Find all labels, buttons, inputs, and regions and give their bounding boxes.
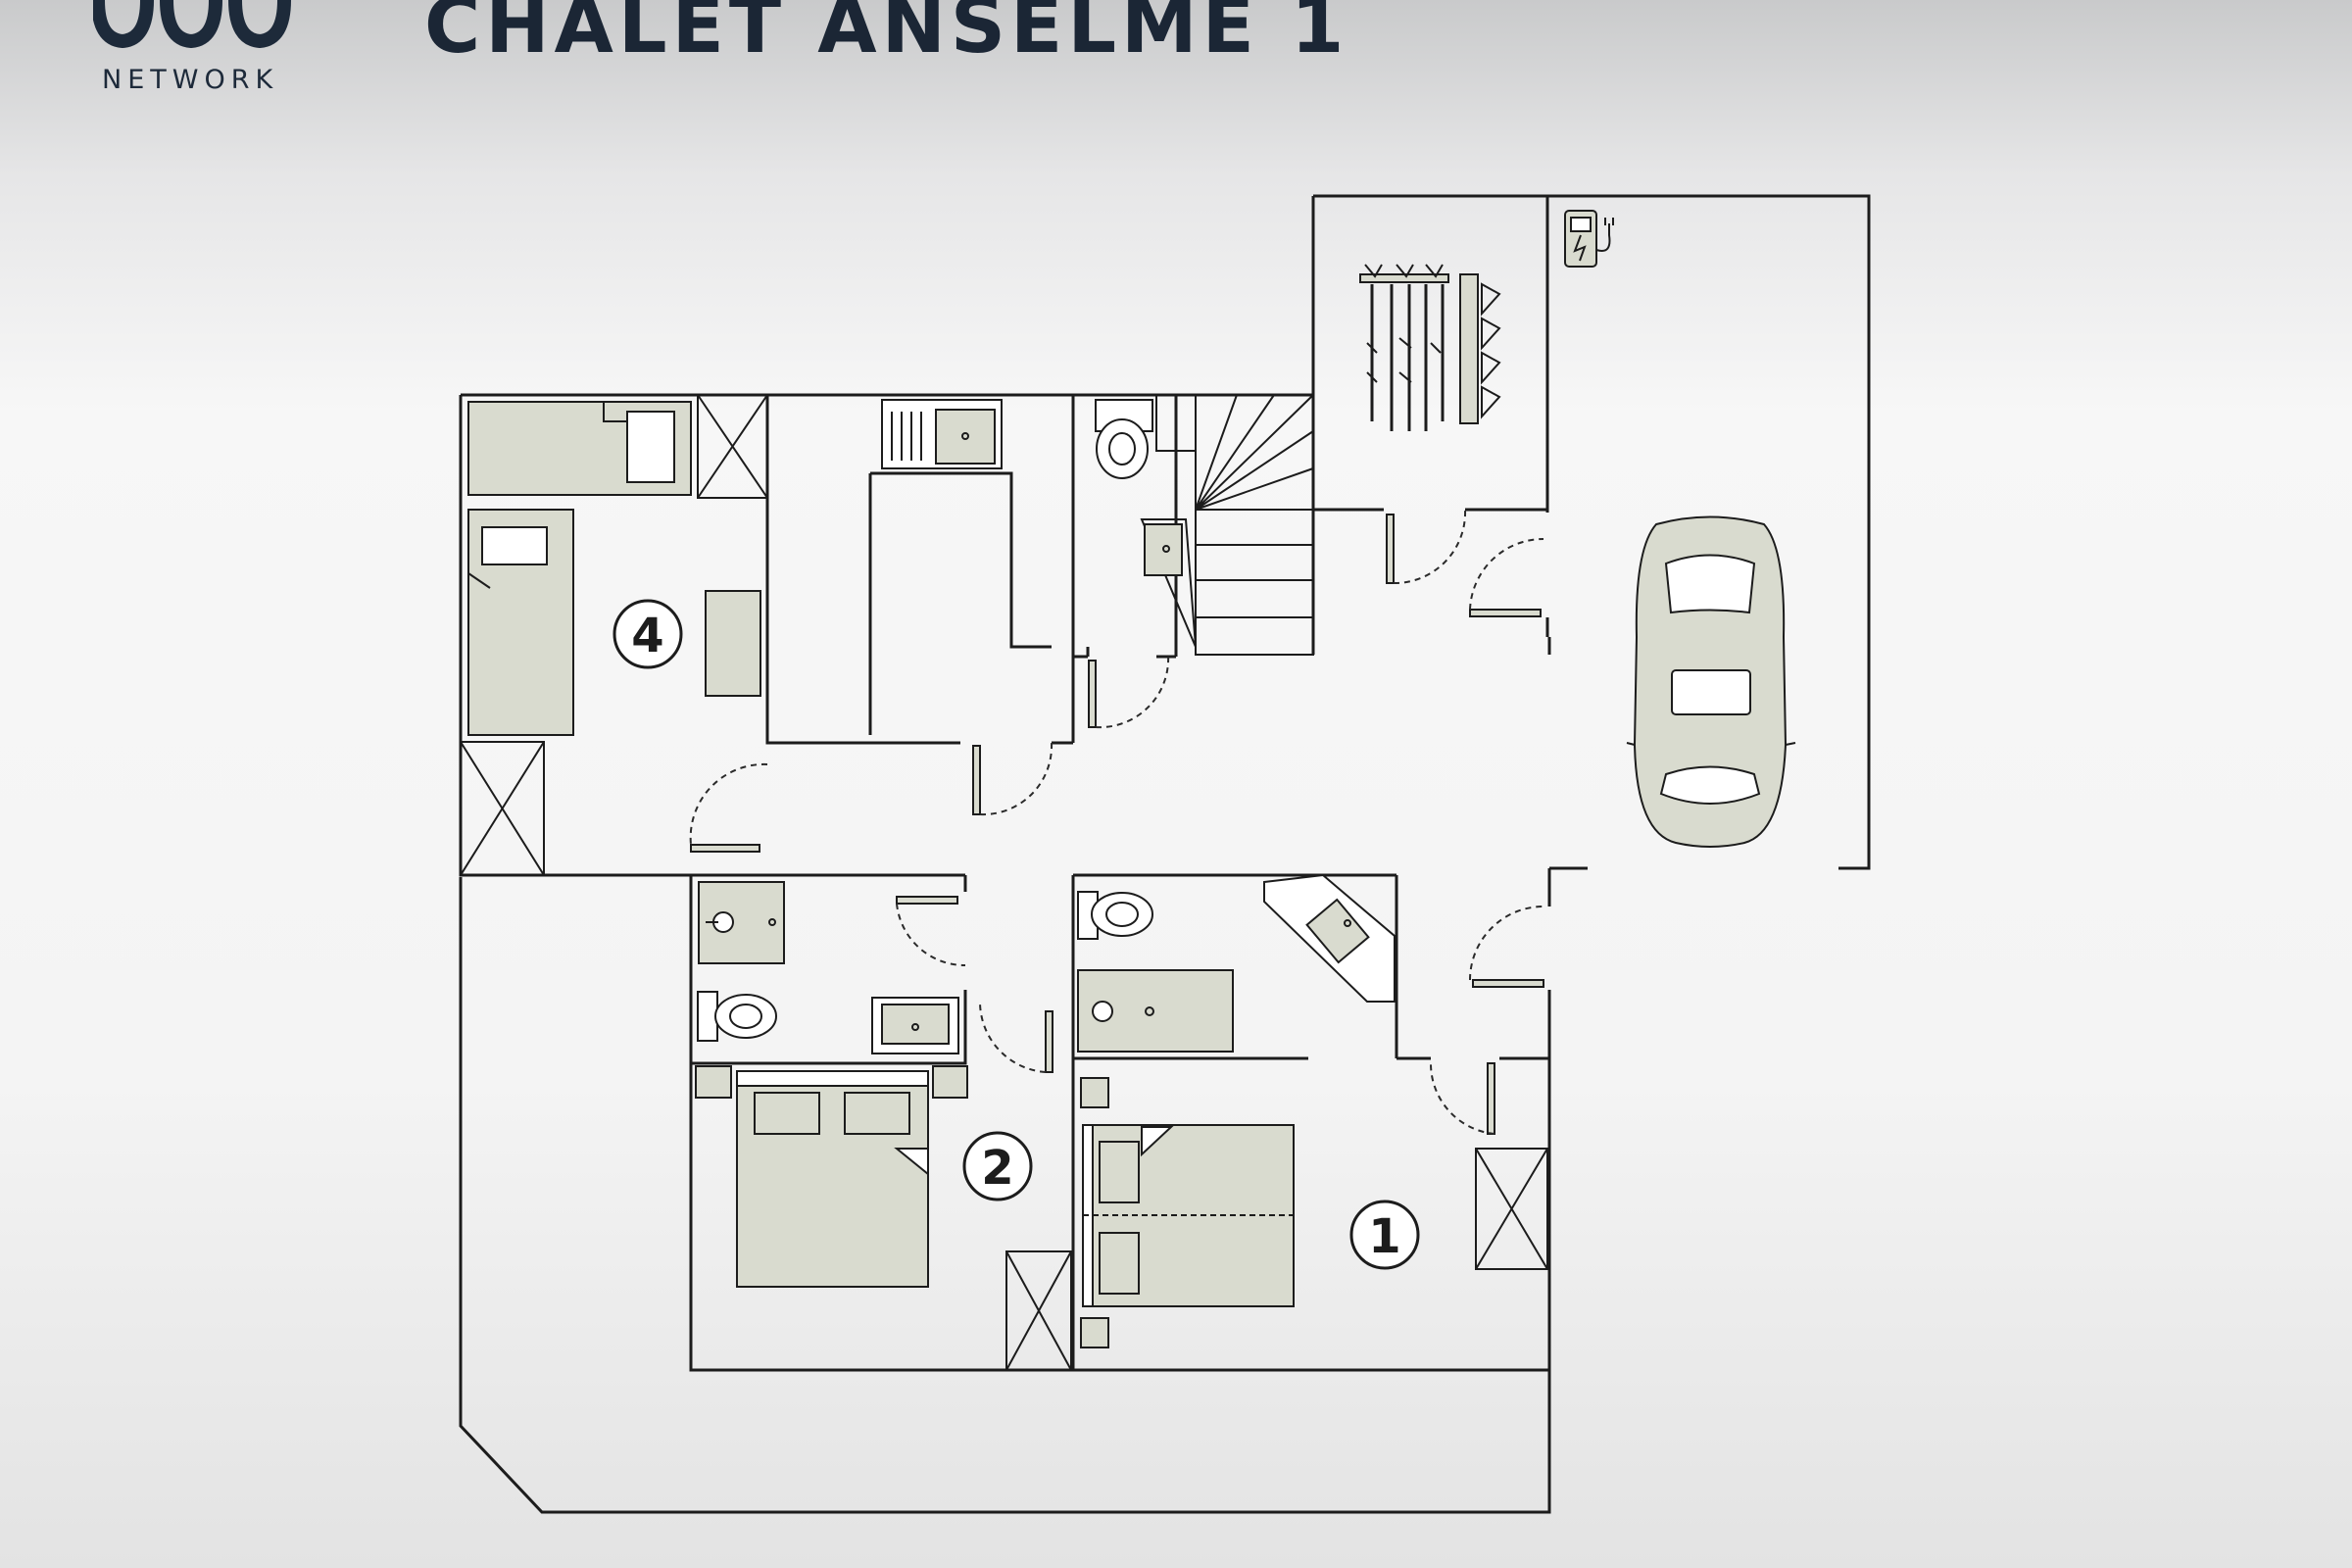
brand-logo-mark [93,0,291,49]
nightstand-icon [695,1065,732,1099]
shower-icon [698,881,785,964]
svg-text:2: 2 [981,1141,1013,1196]
car-icon [1626,515,1796,848]
wardrobe-room4-left [460,741,545,876]
bed-icon [736,1070,929,1288]
desk-icon [705,590,761,697]
nightstand-icon [1080,1317,1109,1348]
page-title: CHALET ANSELME 1 [424,0,1349,71]
nightstand-icon [1080,1077,1109,1108]
ski-boots-icon [1459,273,1501,424]
sink-icon [881,399,1003,469]
wardrobe-room1 [1475,1148,1548,1270]
room-label-4: 4 [612,599,683,669]
toilet-icon [1095,399,1153,479]
interior-walls [691,395,1549,1370]
toilet-icon [1077,891,1153,940]
ski-rack-icon [1359,264,1449,431]
nightstand-icon [932,1065,968,1099]
brand-name: NETWORK [102,65,279,95]
brand-logo [93,0,309,98]
svg-text:4: 4 [631,609,663,663]
bed-icon [467,509,574,736]
bed-icon [1082,1124,1295,1307]
room-label-2: 2 [962,1131,1033,1201]
sink-icon [871,997,959,1054]
toilet-icon [697,991,777,1042]
wardrobe-top [697,394,768,499]
sink-icon [1263,873,1396,1003]
terrace-outline [459,877,1551,1514]
sink-icon [1140,518,1197,648]
room-label-1: 1 [1349,1200,1420,1270]
stairs-icon [1155,394,1314,656]
ev-charger-icon [1564,210,1614,268]
shower-icon [1077,969,1234,1053]
wardrobe-room2 [1005,1250,1072,1371]
svg-text:1: 1 [1368,1209,1400,1264]
bed-icon [467,401,692,496]
doors [689,509,1544,1135]
